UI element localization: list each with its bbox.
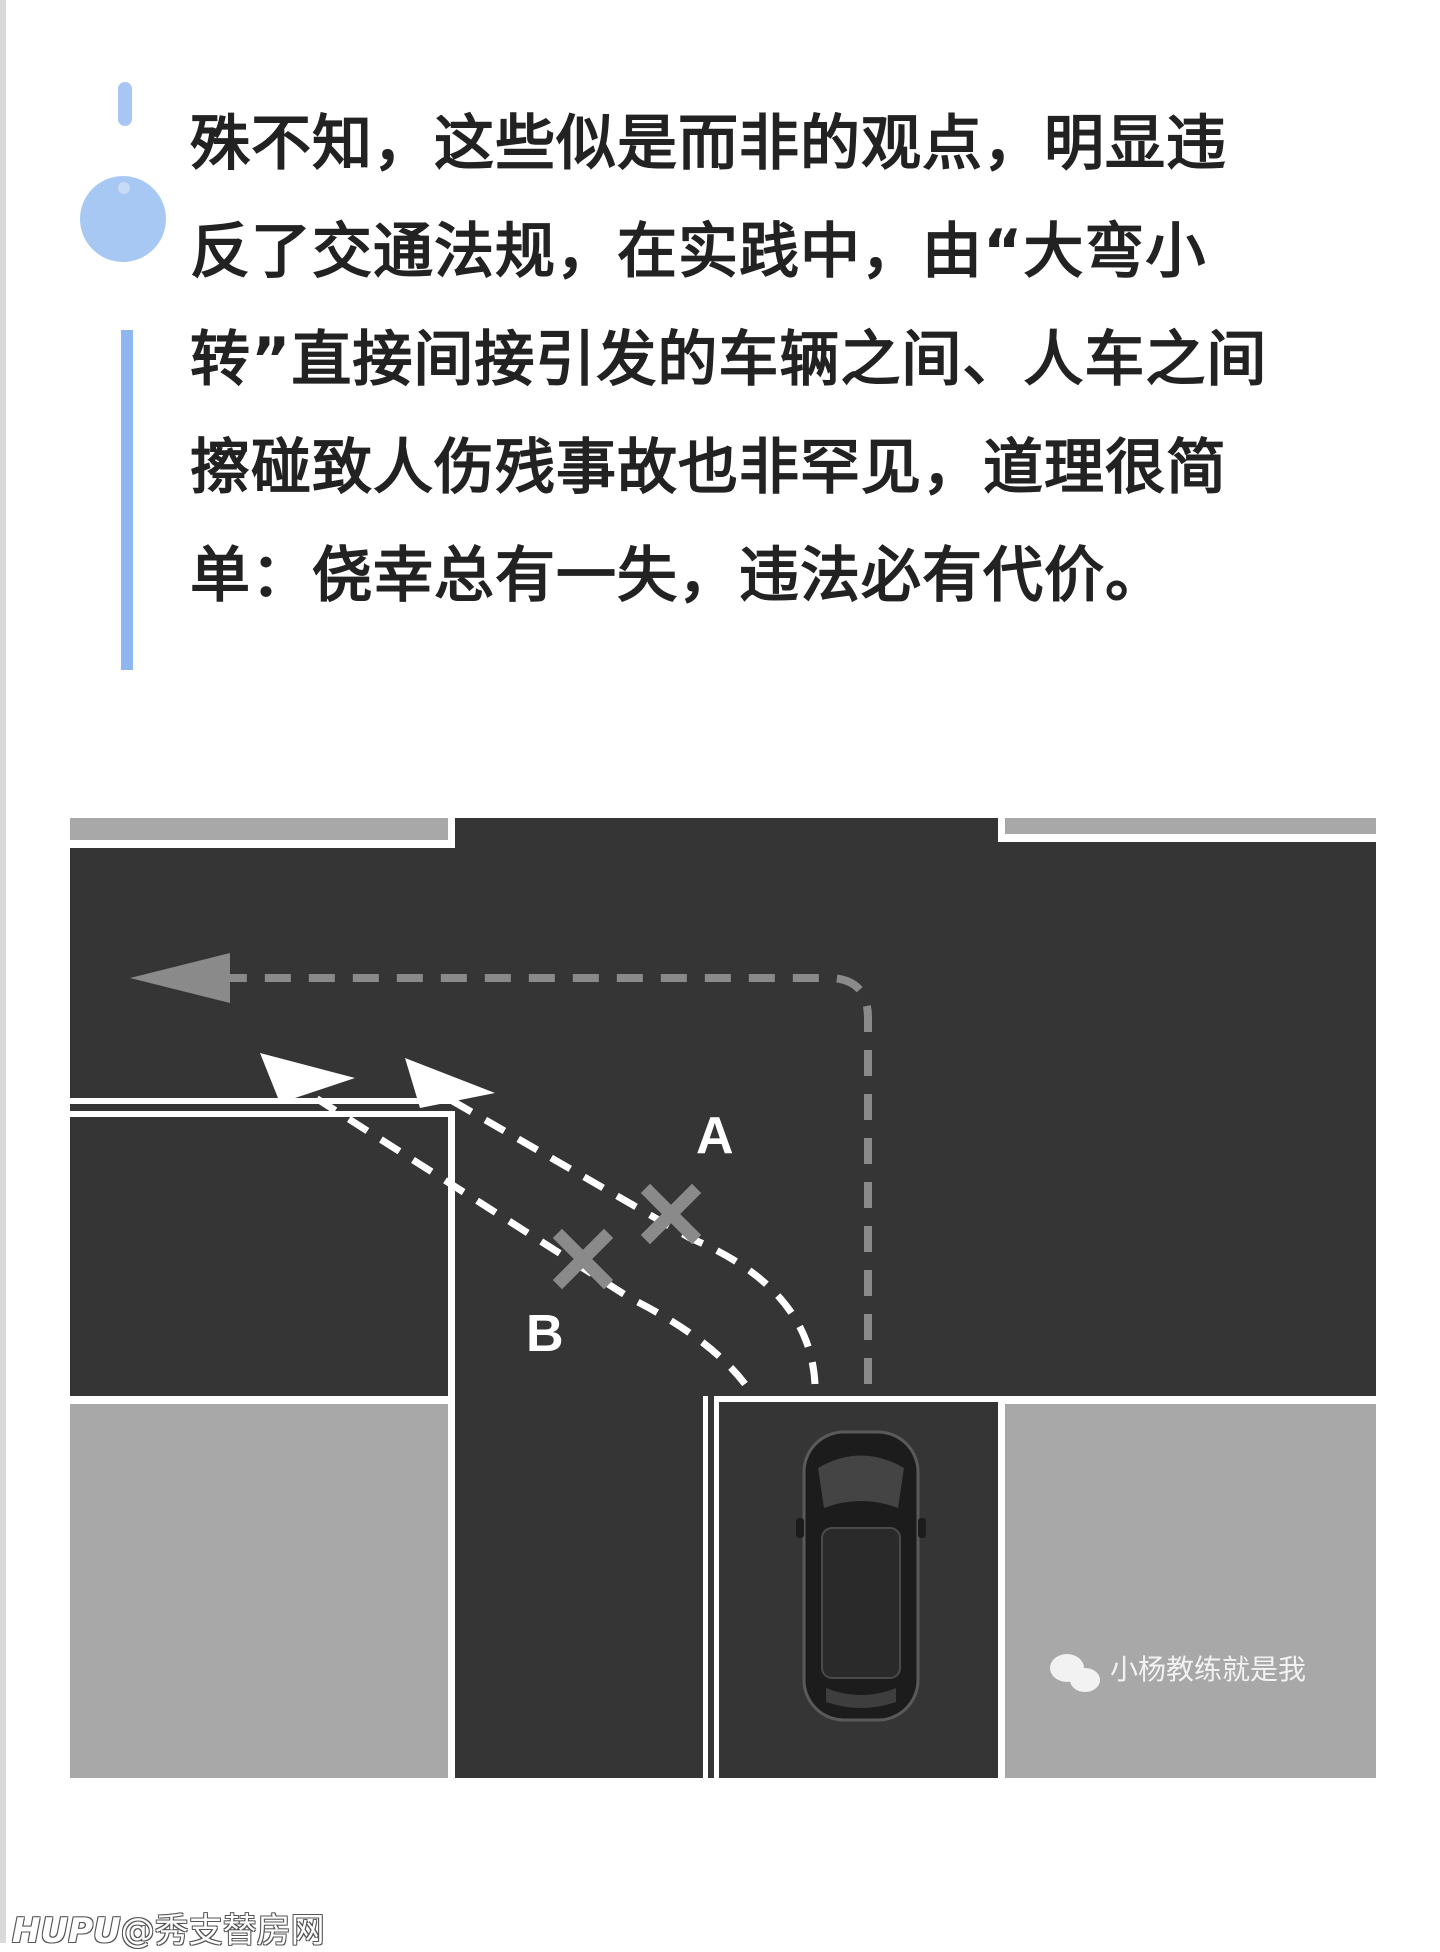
footer-brand: HUPU bbox=[12, 1911, 121, 1951]
car-icon bbox=[796, 1430, 926, 1722]
correct-turn-path bbox=[200, 974, 872, 1384]
sidewalk-bottom-right bbox=[1005, 1404, 1376, 1778]
curb-bottom-right bbox=[998, 1396, 1376, 1404]
paragraph-line: 反了交通法规，在实践中，由“大弯小 bbox=[190, 217, 1207, 287]
diagram-watermark: 小杨教练就是我 bbox=[1110, 1653, 1307, 1686]
paragraph-line: 殊不知，这些似是而非的观点，明显违 bbox=[190, 109, 1227, 179]
center-line-bottom-left bbox=[703, 1396, 708, 1778]
intersection-diagram-svg bbox=[70, 818, 1376, 1778]
wechat-icon bbox=[1050, 1654, 1100, 1692]
quote-mark-dash bbox=[118, 82, 132, 126]
paragraph-line: 转”直接间接引发的车辆之间、人车之间 bbox=[190, 325, 1268, 395]
sidewalk-top-left bbox=[70, 818, 448, 840]
quote-bar bbox=[121, 330, 133, 670]
conflict-mark-a bbox=[640, 1183, 702, 1245]
article-paragraph: 殊不知，这些似是而非的观点，明显违 反了交通法规，在实践中，由“大弯小 转”直接… bbox=[190, 90, 1390, 630]
conflict-mark-b bbox=[552, 1228, 614, 1290]
footer-handle: @秀支替房网 bbox=[120, 1911, 325, 1951]
paragraph-line: 单：侥幸总有一失，违法必有代价。 bbox=[190, 541, 1166, 611]
footer-watermark: HUPU@秀支替房网 bbox=[12, 1903, 325, 1951]
curb-bottom-left-edge bbox=[448, 1396, 455, 1778]
curb-top-left bbox=[70, 840, 455, 848]
correct-turn-arrowhead bbox=[130, 953, 230, 1003]
curb-top-right bbox=[998, 834, 1376, 842]
curb-bottom-left bbox=[70, 1396, 455, 1404]
paragraph-line: 擦碰致人伤残事故也非罕见，道理很简 bbox=[190, 433, 1227, 503]
lane-line-left-lower bbox=[70, 1111, 455, 1117]
curb-left-corner bbox=[448, 1111, 455, 1403]
quote-mark-blob bbox=[80, 176, 166, 262]
sidewalk-bottom-left bbox=[70, 1404, 448, 1778]
wrong-turn-arrowhead-a bbox=[405, 1058, 495, 1108]
label-b: B bbox=[526, 1305, 564, 1363]
curb-top-right-edge bbox=[998, 818, 1005, 842]
center-line-bottom-right bbox=[714, 1396, 719, 1778]
intersection-diagram: A B 小杨教练就是我 bbox=[70, 818, 1376, 1778]
page-border bbox=[0, 0, 6, 1943]
label-a: A bbox=[696, 1107, 734, 1165]
curb-top-left-edge bbox=[448, 818, 455, 848]
stop-line bbox=[714, 1396, 1005, 1402]
lane-line-left-upper bbox=[70, 1098, 455, 1104]
wrong-turn-path-b bbox=[298, 1085, 748, 1387]
wrong-turn-arrowhead-b bbox=[260, 1053, 355, 1103]
sidewalk-top-right bbox=[1005, 818, 1376, 834]
curb-bottom-right-edge bbox=[998, 1396, 1005, 1778]
